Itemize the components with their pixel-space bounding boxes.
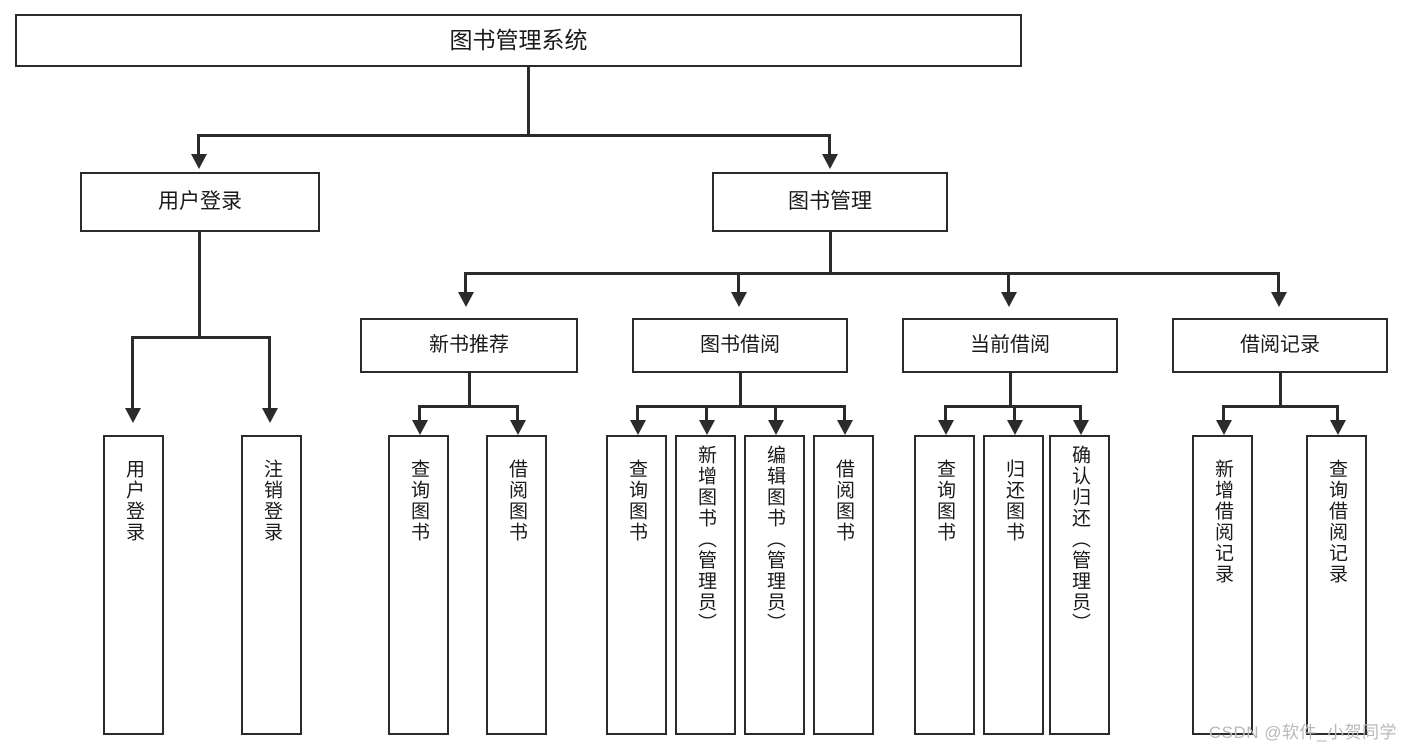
node-label: 当前借阅: [970, 334, 1050, 356]
node-label: 图书管理: [788, 189, 872, 213]
node-label: 确认归还（管理员）: [1069, 445, 1090, 634]
leaf-current-borrow-confirm-return-admin[interactable]: 确认归还（管理员）: [1049, 435, 1110, 735]
node-label: 借阅图书: [833, 459, 854, 543]
connector-user-login-left: [131, 336, 134, 410]
connector-br-c2: [1336, 405, 1339, 423]
arrow-br-leaf-1: [1216, 420, 1232, 435]
node-book-management[interactable]: 图书管理: [712, 172, 948, 232]
leaf-book-borrow-edit-book-admin[interactable]: 编辑图书（管理员）: [744, 435, 805, 735]
leaf-book-borrow-borrow-book[interactable]: 借阅图书: [813, 435, 874, 735]
arrow-br-leaf-2: [1330, 420, 1346, 435]
node-current-borrow[interactable]: 当前借阅: [902, 318, 1118, 373]
connector-cb-c2: [1013, 405, 1016, 423]
arrow-to-book-management: [822, 154, 838, 169]
leaf-current-borrow-query-book[interactable]: 查询图书: [914, 435, 975, 735]
connector-new-book-c1: [418, 405, 421, 423]
arrow-to-current-borrow: [1001, 292, 1017, 307]
arrow-bb-leaf-1: [630, 420, 646, 435]
node-label: 图书管理系统: [449, 27, 588, 54]
node-user-login[interactable]: 用户登录: [80, 172, 320, 232]
node-root-book-management-system[interactable]: 图书管理系统: [15, 14, 1022, 67]
node-label: 新增图书（管理员）: [695, 445, 716, 634]
node-book-borrow[interactable]: 图书借阅: [632, 318, 848, 373]
connector-borrow-record-down: [1279, 373, 1282, 405]
connector-root-to-book-management: [828, 134, 831, 156]
node-label: 查询借阅记录: [1326, 459, 1347, 585]
arrow-nb-leaf-2: [510, 420, 526, 435]
connector-bb-c2: [705, 405, 708, 423]
node-label: 新增借阅记录: [1212, 459, 1233, 585]
node-label: 用户登录: [123, 459, 144, 543]
leaf-book-borrow-query-book[interactable]: 查询图书: [606, 435, 667, 735]
connector-user-login-right: [268, 336, 271, 410]
connector-new-book-c2: [516, 405, 519, 423]
arrow-to-leaf-user-login: [125, 408, 141, 423]
leaf-new-book-query-book[interactable]: 查询图书: [388, 435, 449, 735]
node-label: 注销登录: [261, 459, 282, 543]
arrow-nb-leaf-1: [412, 420, 428, 435]
arrow-bb-leaf-4: [837, 420, 853, 435]
connector-br-c1: [1222, 405, 1225, 423]
node-label: 编辑图书（管理员）: [764, 445, 785, 634]
arrow-to-leaf-logout: [262, 408, 278, 423]
connector-bb-c4: [843, 405, 846, 423]
connector-bb-c3: [774, 405, 777, 423]
connector-root-bar: [197, 134, 831, 137]
connector-user-login-down: [198, 232, 201, 336]
connector-to-new-book-recommend: [464, 272, 467, 294]
connector-cb-c1: [944, 405, 947, 423]
node-label: 查询图书: [934, 459, 955, 543]
node-label: 借阅记录: [1240, 334, 1320, 356]
arrow-to-book-borrow: [731, 292, 747, 307]
arrow-cb-leaf-2: [1007, 420, 1023, 435]
node-label: 查询图书: [408, 459, 429, 543]
connector-current-borrow-down: [1009, 373, 1012, 405]
node-label: 查询图书: [626, 459, 647, 543]
node-label: 借阅图书: [506, 459, 527, 543]
arrow-to-borrow-record: [1271, 292, 1287, 307]
leaf-new-book-borrow-book[interactable]: 借阅图书: [486, 435, 547, 735]
connector-to-borrow-record: [1277, 272, 1280, 294]
leaf-user-login-logout[interactable]: 注销登录: [241, 435, 302, 735]
node-borrow-record[interactable]: 借阅记录: [1172, 318, 1388, 373]
connector-borrow-record-bar: [1222, 405, 1338, 408]
connector-root-down: [527, 67, 530, 134]
arrow-bb-leaf-3: [768, 420, 784, 435]
arrow-bb-leaf-2: [699, 420, 715, 435]
node-label: 新书推荐: [429, 334, 509, 356]
connector-to-current-borrow: [1007, 272, 1010, 294]
connector-book-borrow-down: [739, 373, 742, 405]
connector-new-book-down: [468, 373, 471, 405]
arrow-to-new-book-recommend: [458, 292, 474, 307]
arrow-cb-leaf-1: [938, 420, 954, 435]
connector-book-borrow-bar: [636, 405, 845, 408]
connector-current-borrow-bar: [944, 405, 1081, 408]
leaf-user-login-login[interactable]: 用户登录: [103, 435, 164, 735]
connector-bb-c1: [636, 405, 639, 423]
connector-level2-bar: [464, 272, 1280, 275]
node-label: 归还图书: [1003, 459, 1024, 543]
connector-book-management-down: [829, 232, 832, 272]
connector-user-login-bar: [131, 336, 270, 339]
node-label: 图书借阅: [700, 334, 780, 356]
connector-new-book-bar: [418, 405, 518, 408]
connector-cb-c3: [1079, 405, 1082, 423]
node-label: 用户登录: [158, 189, 242, 213]
arrow-to-user-login: [191, 154, 207, 169]
connector-root-to-user-login: [197, 134, 200, 156]
leaf-current-borrow-return-book[interactable]: 归还图书: [983, 435, 1044, 735]
connector-to-book-borrow: [737, 272, 740, 294]
leaf-book-borrow-add-book-admin[interactable]: 新增图书（管理员）: [675, 435, 736, 735]
leaf-borrow-record-query-record[interactable]: 查询借阅记录: [1306, 435, 1367, 735]
leaf-borrow-record-add-record[interactable]: 新增借阅记录: [1192, 435, 1253, 735]
node-new-book-recommend[interactable]: 新书推荐: [360, 318, 578, 373]
arrow-cb-leaf-3: [1073, 420, 1089, 435]
